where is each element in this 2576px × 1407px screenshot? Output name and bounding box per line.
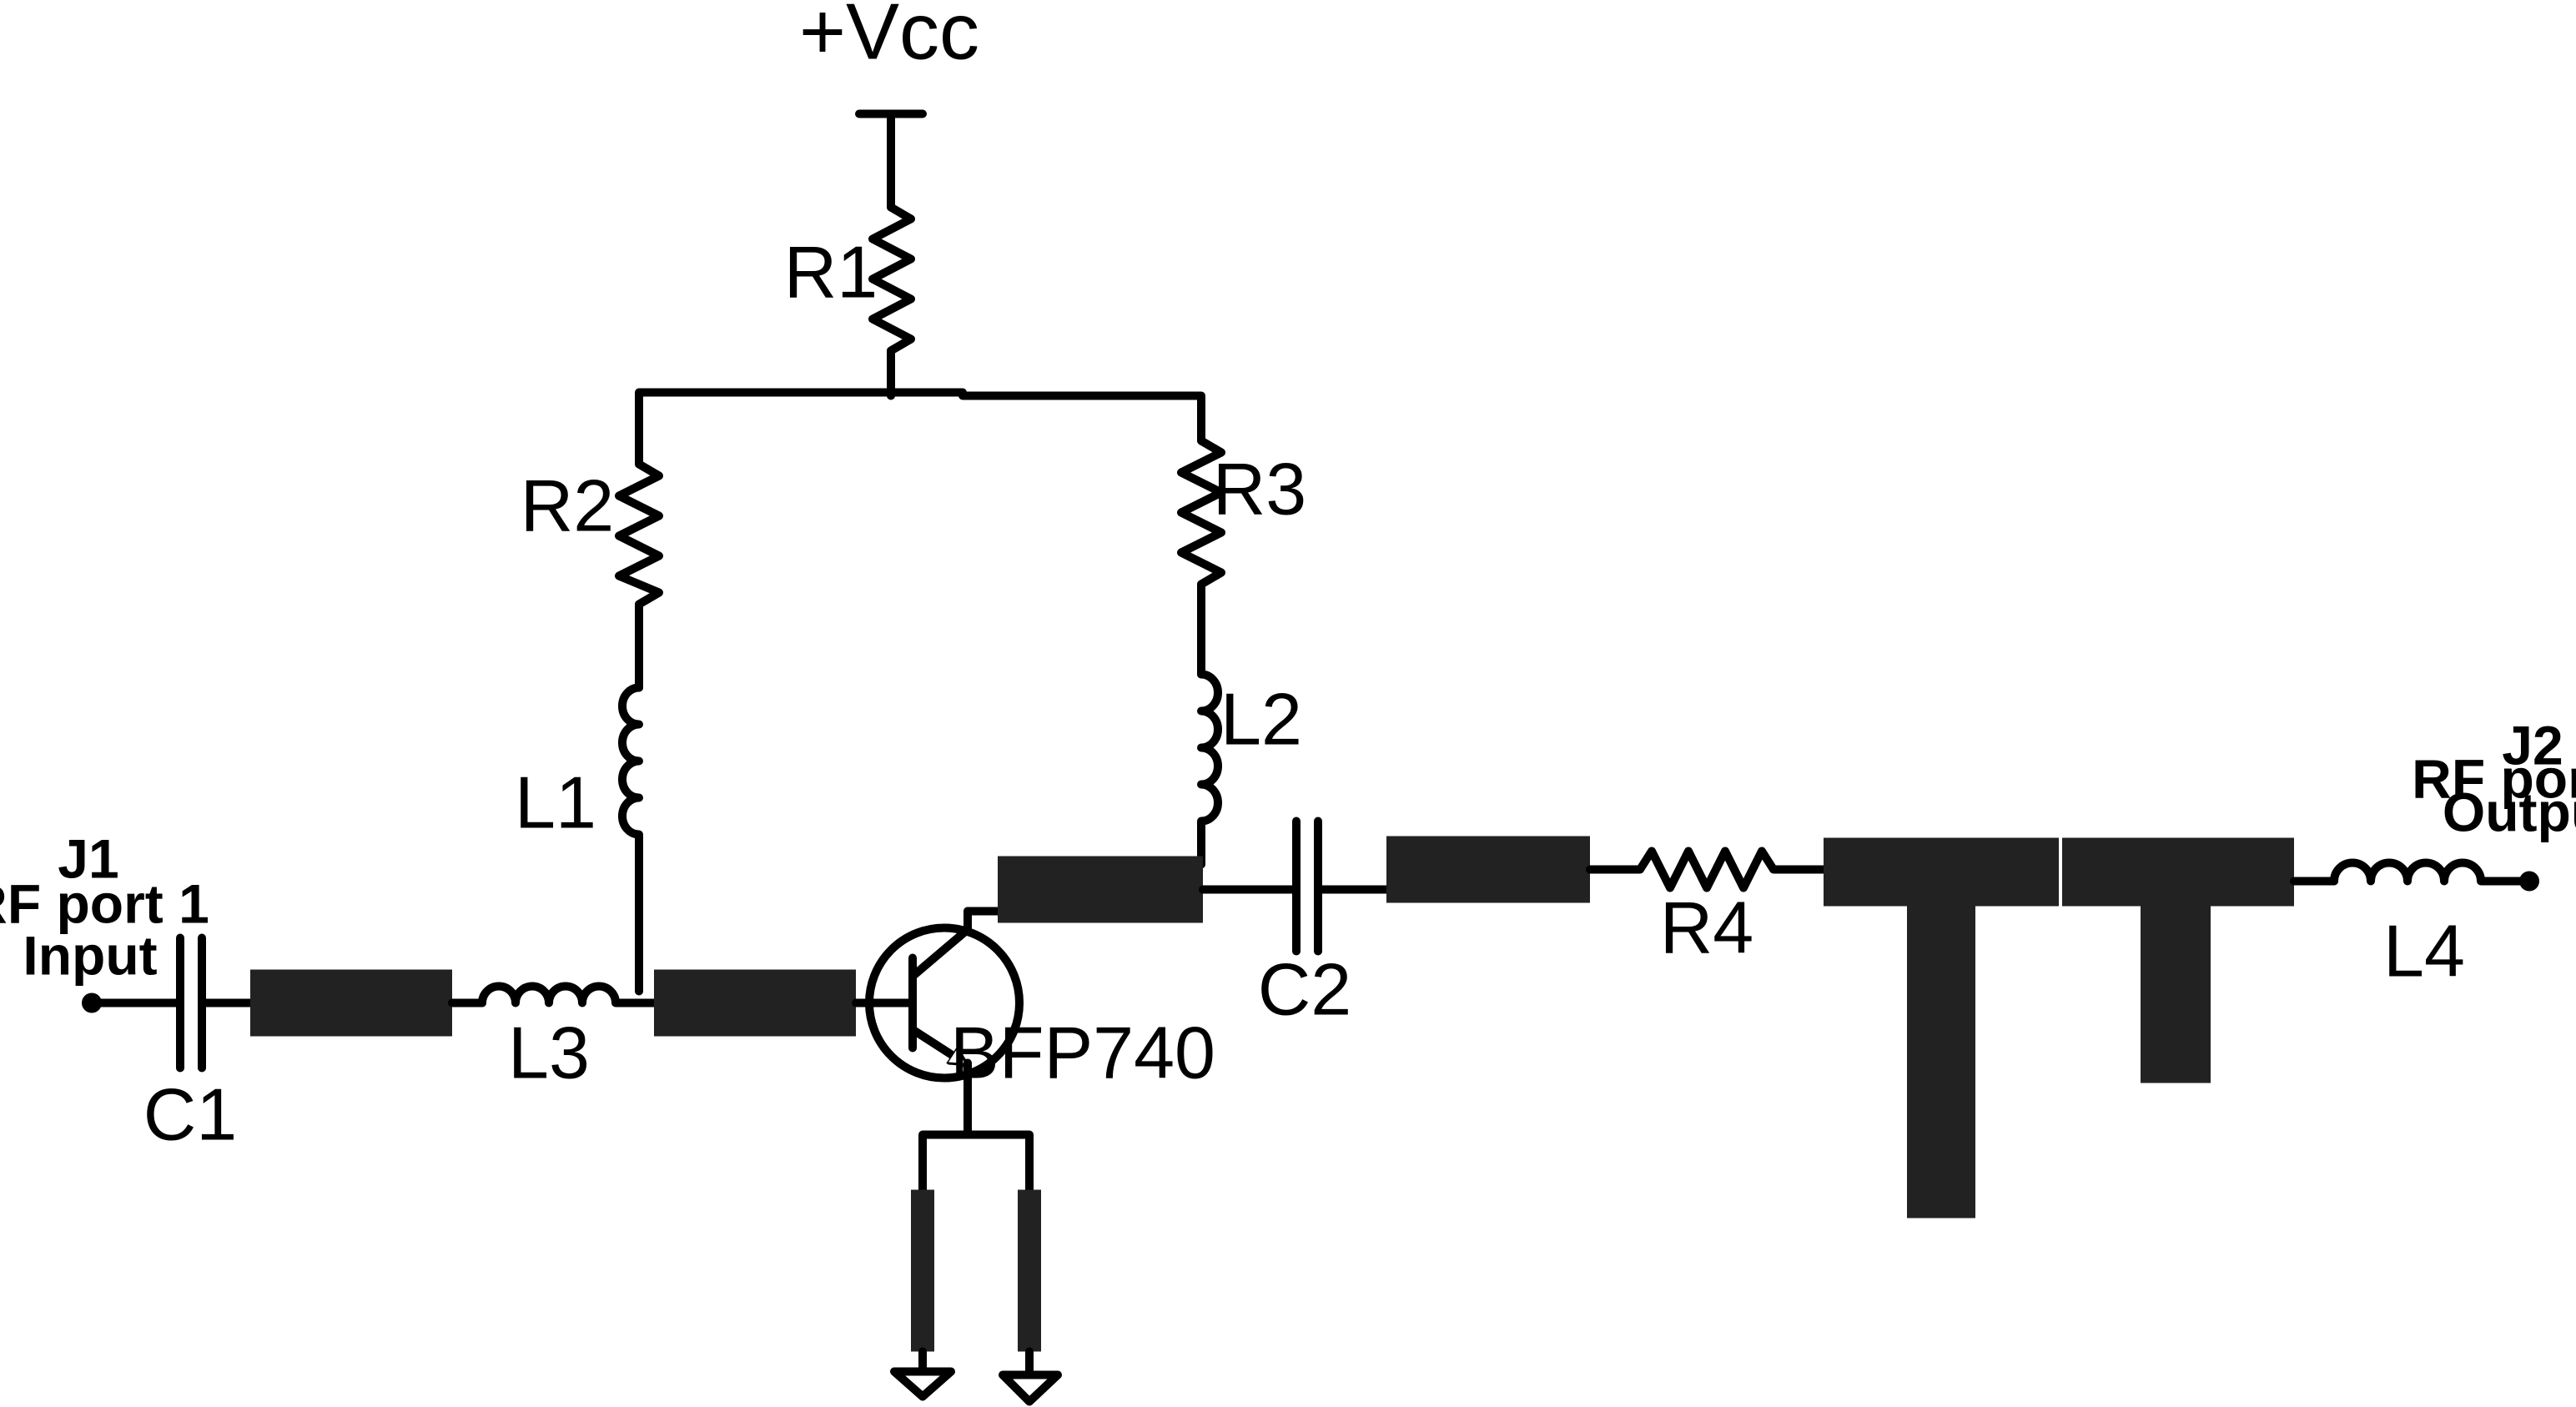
microstrip-line-4 — [1386, 836, 1590, 903]
tee-stub-1 — [1824, 837, 2060, 1219]
resistor-r3 — [1177, 426, 1225, 679]
l2-label: L2 — [1220, 678, 1302, 761]
microstrip-line-2 — [654, 969, 856, 1037]
bias-top-wire — [635, 388, 1205, 455]
ground-symbol-left — [890, 1367, 955, 1401]
j1-name: RF port 1 — [0, 873, 209, 935]
j2-name: RF port 2 — [2412, 748, 2576, 810]
j2-terminal — [2519, 871, 2539, 892]
vcc-label: +Vcc — [799, 0, 979, 77]
resistor-r1 — [868, 193, 915, 400]
r1-label: R1 — [784, 231, 878, 314]
inductor-l1 — [618, 683, 643, 996]
emitter-fork — [918, 1130, 1034, 1194]
c2-label: C2 — [1258, 948, 1352, 1031]
capacitor-c2 — [1292, 817, 1322, 956]
tee-stub-2 — [2062, 837, 2294, 1083]
ground-symbol-right — [999, 1370, 1062, 1406]
vcc-supply — [855, 109, 927, 202]
resistor-r2 — [615, 446, 663, 692]
j1-role: Input — [23, 925, 157, 987]
j2-role: Output — [2443, 781, 2576, 843]
j2-id: J2 — [2502, 715, 2563, 776]
microstrip-line-3 — [998, 856, 1203, 923]
transistor-label: BFP740 — [950, 1012, 1215, 1094]
inductor-l2 — [1197, 670, 1222, 869]
emitter-stub-right — [1018, 1189, 1041, 1352]
l1-label: L1 — [515, 761, 596, 844]
r3-label: R3 — [1213, 448, 1307, 530]
resistor-r4 — [1626, 847, 1828, 892]
j1-id: J1 — [58, 828, 118, 890]
l4-label: L4 — [2383, 910, 2465, 992]
l3-label: L3 — [508, 1012, 590, 1094]
microstrip-line-1 — [250, 969, 452, 1037]
r2-label: R2 — [521, 465, 615, 547]
inductor-l3 — [478, 982, 658, 1008]
inductor-l4 — [2330, 858, 2533, 886]
transistor-bfp740 — [865, 907, 1024, 1083]
r4-label: R4 — [1660, 887, 1754, 969]
emitter-stub-left — [911, 1189, 934, 1352]
c1-label: C1 — [143, 1073, 238, 1156]
